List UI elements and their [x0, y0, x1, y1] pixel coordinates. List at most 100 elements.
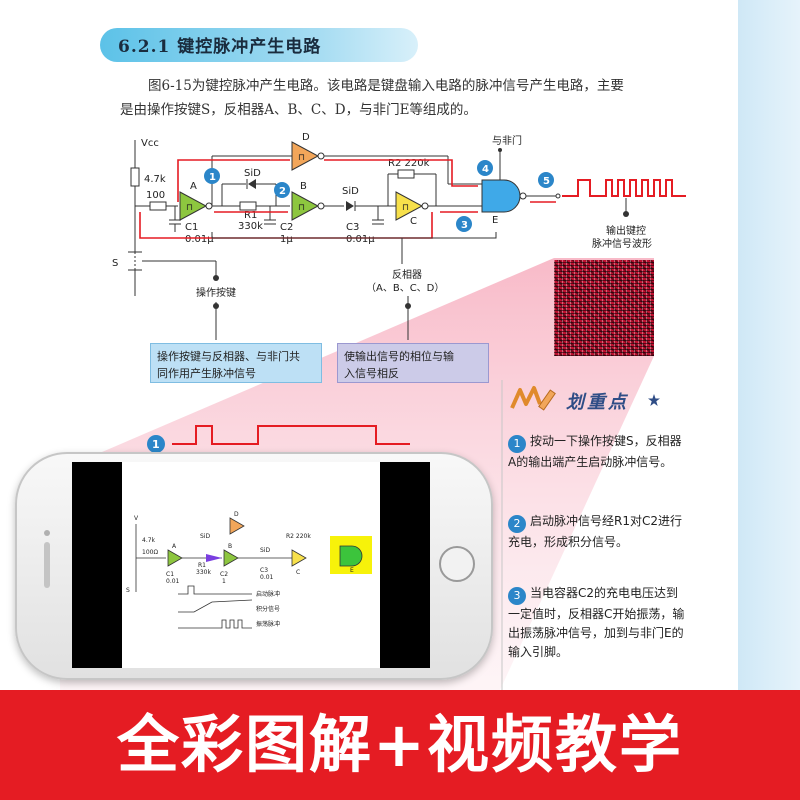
signal-path-a-d	[177, 159, 290, 202]
resistor-4k7	[130, 167, 140, 187]
waveform-zoom-patch	[554, 260, 654, 356]
circuit-diagram: Vcc 4.7k 100 S 操作按键 C1 0.01μ A ⊓	[112, 132, 686, 340]
phone-r1: R1	[198, 562, 206, 569]
callout-inverter-explanation: 使输出信号的相位与输 入信号相反	[337, 343, 489, 383]
gate-b-symbol: ⊓	[298, 203, 305, 213]
gate-c-symbol: ⊓	[402, 203, 409, 213]
c1-label: C1	[185, 222, 198, 233]
callout-key-line-1: 操作按键与反相器、与非门共	[157, 350, 300, 363]
keypoint-2-badge: 2	[508, 515, 526, 533]
output-label-2: 脉冲信号波形	[592, 237, 652, 250]
phone-label-a: A	[172, 543, 177, 550]
phone-c1-val: 0.01	[166, 578, 180, 585]
phone-gate-d	[229, 517, 245, 535]
phone-speaker	[44, 542, 50, 588]
resistor-r1	[239, 201, 257, 211]
gate-a	[179, 191, 208, 221]
gate-d-bubble	[317, 152, 325, 160]
key-pointer-dot	[213, 275, 219, 281]
resistor-100	[149, 201, 167, 211]
keypoint-3-line-3: 出振荡脉冲信号，加到与非门E的	[508, 626, 684, 640]
gate-c	[395, 191, 424, 221]
phone-flow-arrow	[206, 554, 222, 562]
callout-inverter-line-1: 使输出信号的相位与输	[344, 350, 454, 363]
diode-sid1	[248, 179, 256, 189]
phone-wave-integral	[178, 599, 253, 613]
gate-d-symbol: ⊓	[298, 153, 305, 163]
c1-value: 0.01μ	[185, 234, 214, 245]
c2-label: C2	[280, 222, 293, 233]
gate-a-symbol: ⊓	[186, 203, 193, 213]
start-pulse-waveform: 1	[147, 425, 410, 453]
gate-c-bubble	[421, 202, 429, 210]
marker-4	[477, 160, 493, 176]
diode-sid2	[346, 201, 354, 211]
gate-d	[291, 141, 320, 171]
keypoint-3-line-2: 一定值时，反相器C开始振荡，输	[508, 607, 685, 621]
gate-d-label: D	[302, 132, 310, 143]
vcc-label: Vcc	[141, 138, 159, 149]
r1-label: R1	[244, 210, 257, 221]
keypoint-3-badge: 3	[508, 587, 526, 605]
phone-label-d: D	[234, 511, 239, 518]
gate-e-label: E	[492, 215, 498, 226]
keypoint-1-line-1: 按动一下操作按键S，反相器	[530, 434, 682, 448]
marker-3-text: 3	[461, 220, 468, 231]
marker-5	[538, 172, 554, 188]
phone-r1-val: 330k	[196, 569, 211, 576]
phone-wave1-label: 启动脉冲	[256, 590, 280, 598]
phone-c2: C2	[220, 571, 228, 578]
keypoint-1-line-2: A的输出端产生启动脉冲信号。	[508, 455, 673, 469]
c3-label: C3	[346, 222, 359, 233]
resistor-4k7-label: 4.7k	[144, 174, 166, 185]
phone-label-b: B	[228, 543, 232, 550]
marker-2-text: 2	[279, 186, 286, 197]
gate-a-label: A	[190, 181, 197, 192]
phone-r2: R2 220k	[286, 533, 311, 540]
phone-label-e: E	[350, 567, 354, 574]
sid2-label: SiD	[342, 186, 359, 197]
key-callout-dot	[213, 303, 219, 309]
intro-line-1: 图6-15为键控脉冲产生电路。该电路是键盘输入电路的脉冲信号产生电路，主要	[148, 78, 624, 94]
gate-b	[291, 191, 320, 221]
phone-r-100: 100Ω	[142, 549, 158, 556]
marker-2	[274, 182, 290, 198]
phone-gate-c	[291, 549, 307, 567]
gate-c-label: C	[410, 216, 417, 227]
promo-banner	[0, 690, 800, 800]
marker-1-text: 1	[209, 172, 216, 183]
switch-label: S	[112, 258, 118, 269]
keypoint-1-badge: 1	[508, 435, 526, 453]
sid1-label: SiD	[244, 168, 261, 179]
c3-value: 0.01μ	[346, 234, 375, 245]
c2-value: 1μ	[280, 234, 293, 245]
inverter-callout-dot	[405, 303, 411, 309]
keypoint-3-line-4: 输入引脚。	[508, 645, 569, 659]
nand-gate-e-bubble	[519, 192, 527, 200]
phone-c1: C1	[166, 571, 174, 578]
resistor-r2	[397, 169, 415, 179]
start-pulse-line	[172, 425, 410, 445]
phone-camera	[44, 530, 50, 536]
phone-sid2: SiD	[260, 547, 270, 554]
nand-label: 与非门	[492, 134, 522, 147]
phone-r-4k7: 4.7k	[142, 537, 156, 544]
marker-4-text: 4	[482, 164, 489, 175]
nand-gate-e	[481, 179, 521, 213]
inverter-sublabel: （A、B、C、D）	[366, 282, 444, 294]
marker-5-text: 5	[543, 176, 550, 187]
section-title-text: 键控脉冲产生电路	[177, 37, 322, 57]
phone-home-button[interactable]	[439, 546, 475, 582]
phone-c3: C3	[260, 567, 268, 574]
phone-c3-val: 0.01	[260, 574, 274, 581]
output-waveform	[562, 179, 686, 197]
phone-wave2-label: 积分信号	[256, 605, 280, 613]
nand-pointer-dot	[498, 148, 502, 152]
promo-banner-text: 全彩图解+视频教学	[117, 708, 683, 781]
section-number: 6.2.1	[118, 37, 171, 57]
r1-value: 330k	[238, 221, 263, 232]
output-pointer-dot	[623, 211, 629, 217]
keypoint-3-line-1: 当电容器C2的充电电压达到	[530, 586, 679, 600]
keypoint-2-line-2: 充电，形成积分信号。	[508, 535, 629, 549]
